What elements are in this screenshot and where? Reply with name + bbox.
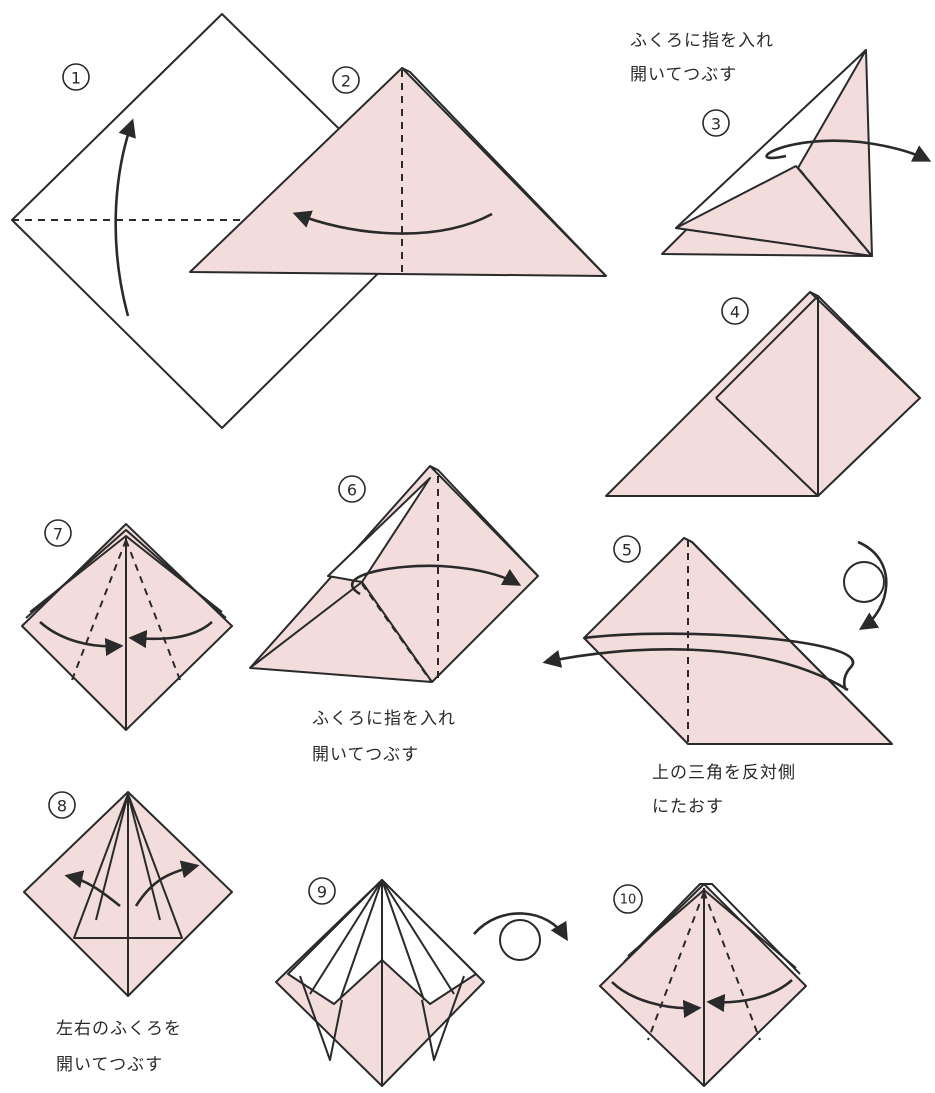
step6-caption-line1: ふくろに指を入れ (312, 709, 456, 729)
step-10: 10 (600, 884, 806, 1086)
step3-caption-line2: 開いてつぶす (630, 65, 737, 85)
step4-number: 4 (730, 303, 740, 322)
step8-caption-line2: 開いてつぶす (56, 1055, 163, 1075)
step2-number: 2 (341, 72, 351, 91)
step10-number: 10 (620, 893, 637, 908)
step-8: 8 左右のふくろを 開いてつぶす (24, 792, 232, 1075)
step3-caption-line1: ふくろに指を入れ (630, 31, 774, 51)
step5-caption-line2: にたおす (652, 797, 724, 817)
turn-over-symbol (474, 913, 566, 960)
step3-number: 3 (711, 115, 721, 134)
step-3: 3 ふくろに指を入れ 開いてつぶす (630, 31, 928, 256)
step5-number: 5 (622, 541, 632, 560)
step-7: 7 (22, 520, 232, 730)
step5-turn-over-arrow (858, 542, 886, 628)
step7-number: 7 (53, 525, 63, 544)
step-6: 6 ふくろに指を入れ 開いてつぶす (250, 466, 538, 765)
step-4: 4 (606, 292, 920, 496)
step1-number: 1 (71, 69, 81, 88)
step5-caption-line1: 上の三角を反対側 (652, 763, 796, 783)
step5-turn-over-circle (844, 562, 884, 602)
step6-number: 6 (347, 481, 357, 500)
turn-over-circle (500, 920, 540, 960)
step-5: 5 上の三角を反対側 にたおす (546, 536, 892, 817)
step6-caption-line2: 開いてつぶす (312, 745, 419, 765)
step4-triangle (606, 292, 920, 496)
step8-number: 8 (57, 797, 67, 816)
step9-number: 9 (317, 883, 327, 902)
step-9: 9 (276, 878, 484, 1086)
step5-triangle (584, 538, 892, 744)
turn-over-arrow (474, 913, 566, 938)
step8-caption-line1: 左右のふくろを (56, 1019, 182, 1039)
